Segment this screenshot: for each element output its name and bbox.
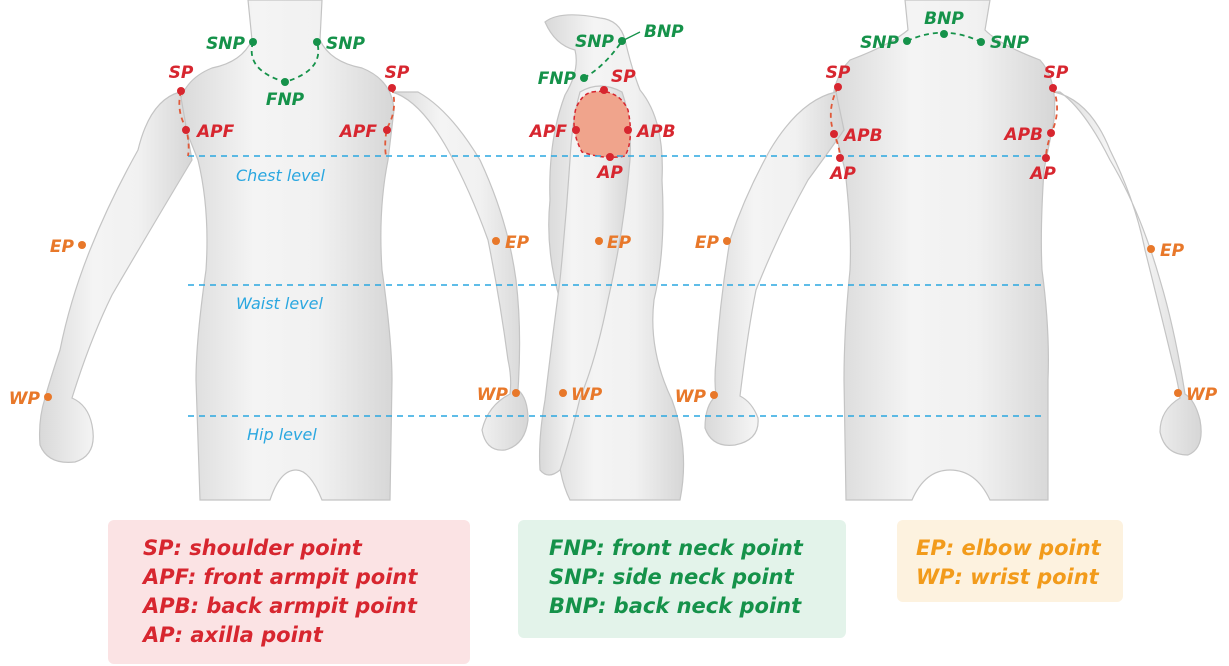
back-bnp-label: BNP [924,9,964,29]
front-left-arm [40,92,192,462]
front-ep-right-label: EP [505,233,530,253]
front-fnp-label: FNP [266,90,305,110]
front-ep-left-point [78,241,86,249]
side-apf-point [572,126,580,134]
back-right-arm [1054,92,1201,455]
side-fnp-point [580,74,588,82]
front-apf-right-point [383,126,391,134]
side-wp-point [559,389,567,397]
back-ep-left-point [723,237,731,245]
back-snp-right-label: SNP [990,33,1029,53]
side-snp-label: SNP [575,32,614,52]
side-wp-label: WP [571,385,603,405]
front-wp-left-point [44,393,52,401]
back-wp-right-point [1174,389,1182,397]
front-wp-right-point [512,389,520,397]
side-sp-label: SP [611,67,636,87]
legend-wp-entry: WP: wrist point [916,563,1123,592]
front-apf-left-point [182,126,190,134]
side-bnp-leader-line [622,32,640,41]
side-apb-point [624,126,632,134]
legend-apf-entry: APF: front armpit point [143,563,470,592]
back-apb-right-label: APB [1002,125,1043,145]
back-wp-right-label: WP [1186,385,1218,405]
back-ap-left-point [836,154,844,162]
legend-ep-entry: EP: elbow point [916,534,1123,563]
legend-red-box: SP: shoulder point APF: front armpit poi… [108,520,470,664]
shoulder-region [574,91,630,157]
back-ep-right-point [1147,245,1155,253]
legend-orange-box: EP: elbow point WP: wrist point [897,520,1123,602]
chest-level-label: Chest level [236,166,325,185]
legend-green-box: FNP: front neck point SNP: side neck poi… [518,520,846,638]
front-ep-right-point [492,237,500,245]
waist-level-label: Waist level [236,294,323,313]
back-body-model [705,0,1201,500]
front-snp-right-label: SNP [326,34,365,54]
back-snp-left-label: SNP [860,33,899,53]
legend-fnp-entry: FNP: front neck point [549,534,846,563]
legend-ap-entry: AP: axilla point [143,621,470,650]
back-sp-right-point [1049,84,1057,92]
front-apf-left-label: APF [195,122,235,142]
front-wp-right-label: WP [477,385,509,405]
back-ap-right-point [1042,154,1050,162]
back-ap-right-label: AP [1028,164,1056,184]
side-ap-label: AP [595,163,623,183]
side-fnp-label: FNP [538,69,577,89]
side-bnp-label: BNP [644,22,684,42]
back-apb-left-label: APB [842,126,883,146]
front-snp-right-point [313,38,321,46]
legend-bnp-entry: BNP: back neck point [549,592,846,621]
back-sp-left-point [834,83,842,91]
side-apb-label: APB [635,122,676,142]
back-ep-right-label: EP [1160,241,1185,261]
legend-apb-entry: APB: back armpit point [143,592,470,621]
back-ap-left-label: AP [828,164,856,184]
back-ep-left-label: EP [695,233,720,253]
front-sp-left-label: SP [169,63,194,83]
legend-sp-entry: SP: shoulder point [143,534,470,563]
front-apf-right-label: APF [338,122,378,142]
back-bnp-point [940,30,948,38]
front-snp-left-label: SNP [206,34,245,54]
back-left-arm [705,92,844,445]
back-apb-right-point [1047,129,1055,137]
back-sp-left-label: SP [826,63,851,83]
back-snp-left-point [903,37,911,45]
back-snp-right-point [977,38,985,46]
side-ep-label: EP [607,233,632,253]
side-ep-point [595,237,603,245]
back-wp-left-point [710,391,718,399]
hip-level-label: Hip level [247,425,317,444]
front-ep-left-label: EP [50,237,75,257]
front-sp-right-point [388,84,396,92]
back-apb-left-point [830,130,838,138]
back-sp-right-label: SP [1044,63,1069,83]
front-fnp-point [281,78,289,86]
back-wp-left-label: WP [675,387,707,407]
legend-snp-entry: SNP: side neck point [549,563,846,592]
side-ap-point [606,153,614,161]
side-apf-label: APF [528,122,568,142]
front-snp-left-point [249,38,257,46]
front-sp-right-label: SP [385,63,410,83]
back-torso [832,0,1055,500]
front-wp-left-label: WP [9,389,41,409]
side-sp-point [600,86,608,94]
front-sp-left-point [177,87,185,95]
